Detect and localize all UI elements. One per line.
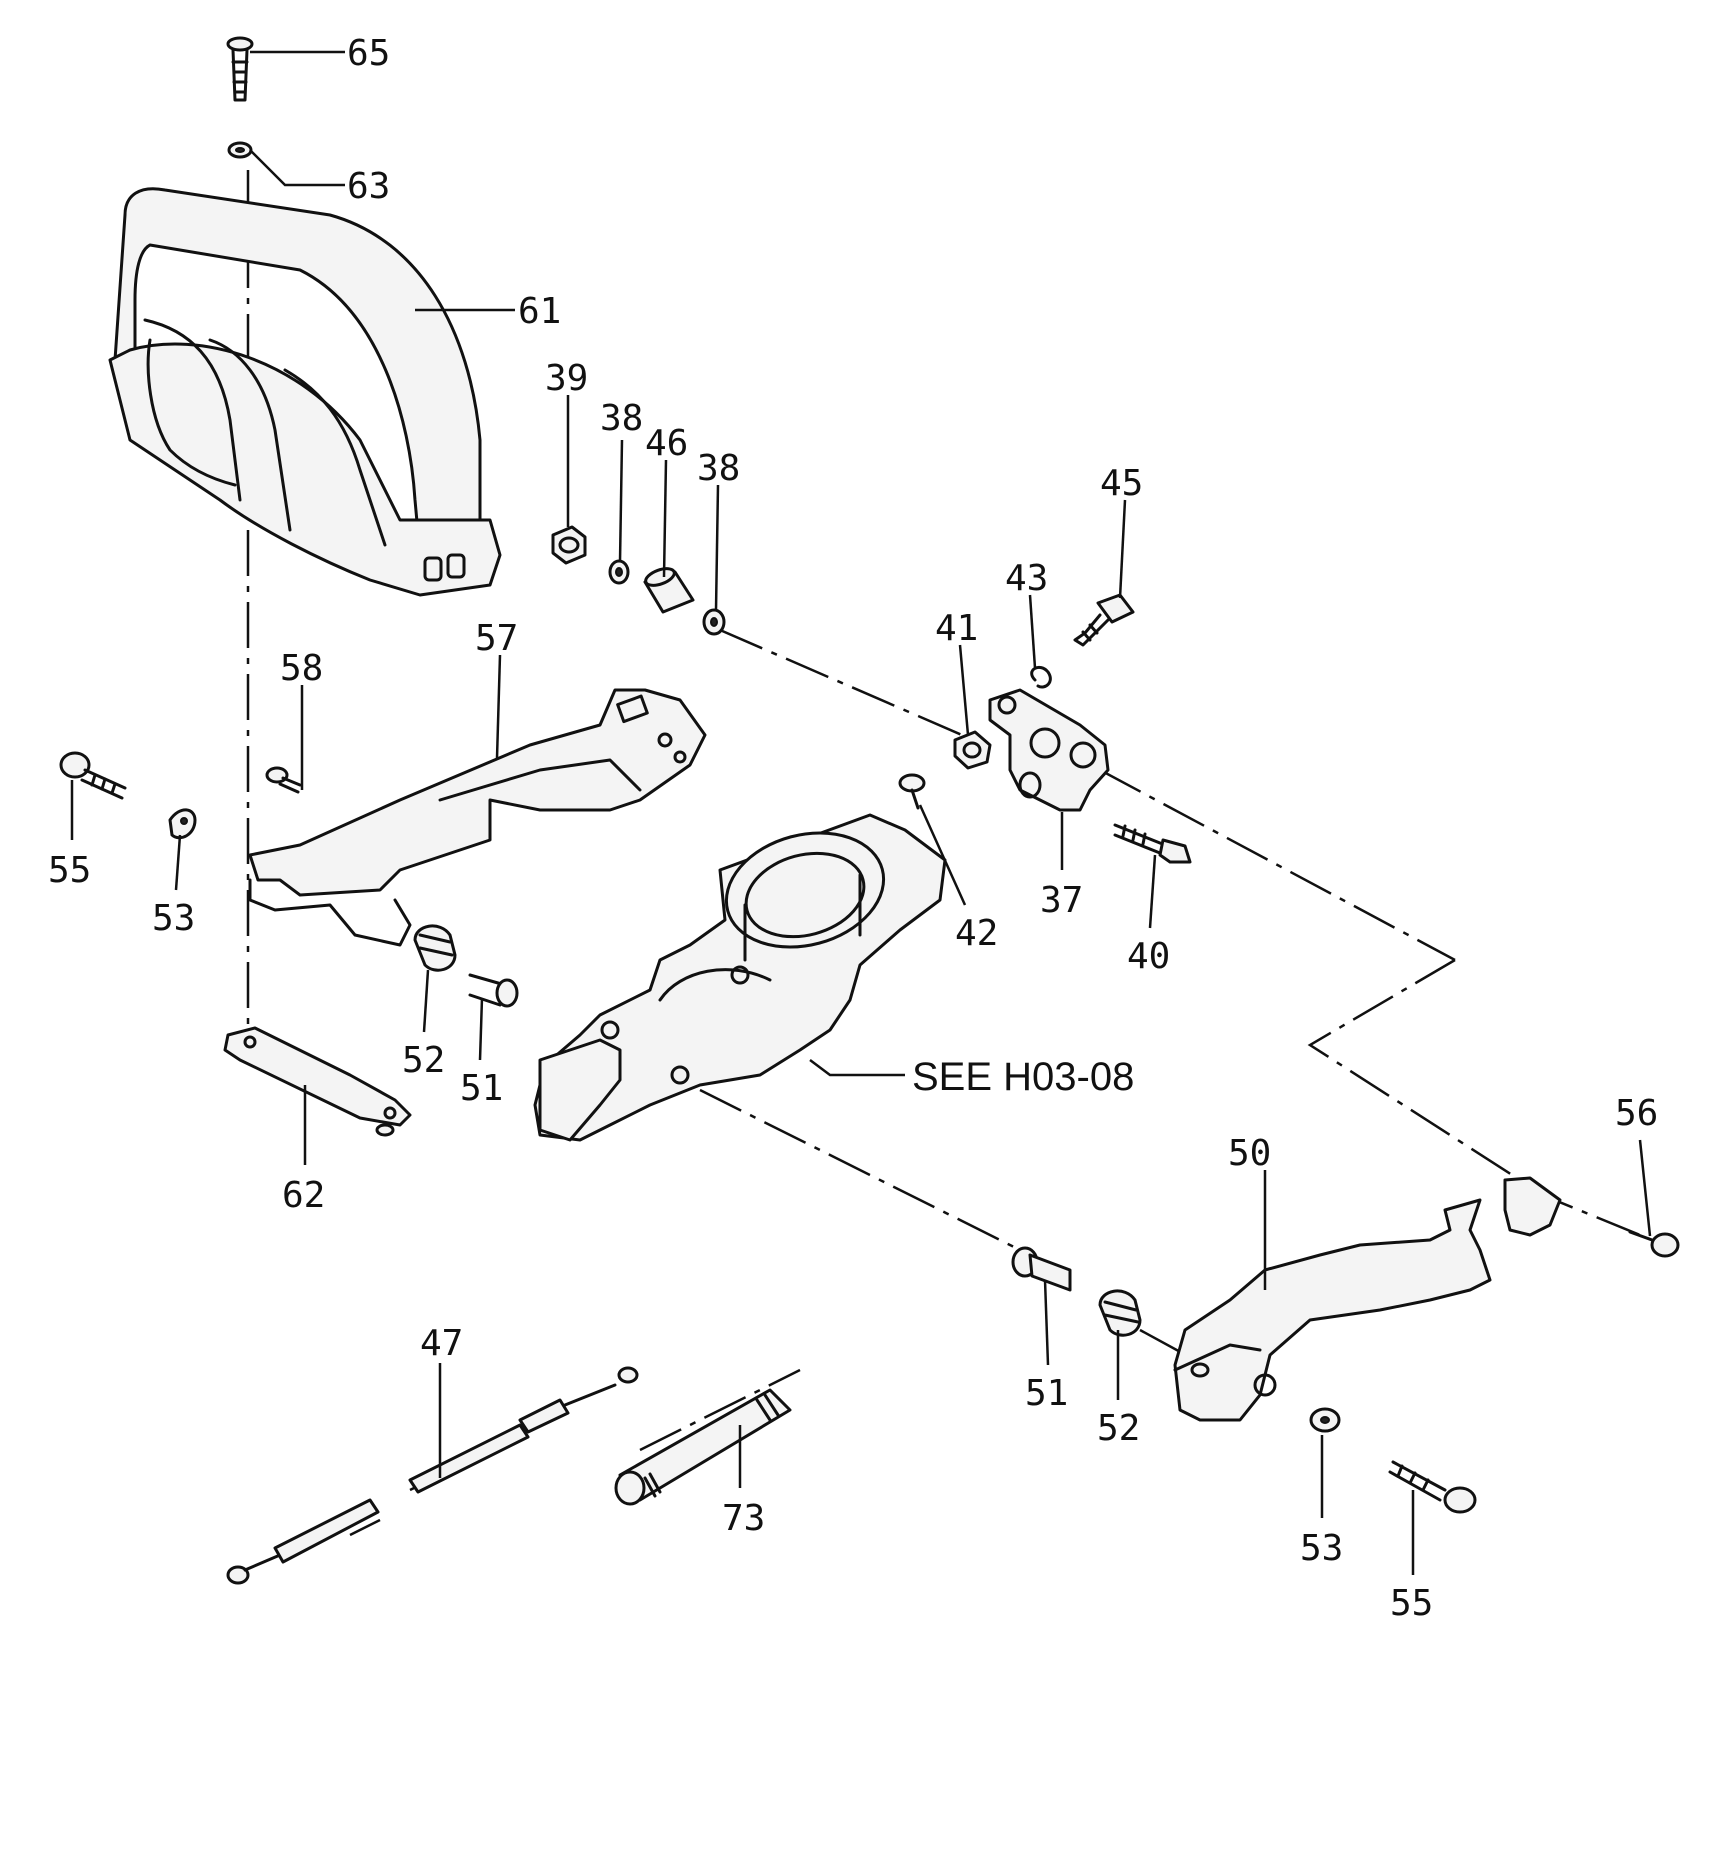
handle-guard-61 bbox=[108, 187, 502, 597]
label-40: 40 bbox=[1127, 936, 1170, 977]
label-55-left: 55 bbox=[48, 850, 91, 891]
bolt-55-left bbox=[59, 751, 127, 800]
label-43: 43 bbox=[1005, 558, 1048, 599]
clip-43 bbox=[1030, 666, 1052, 689]
label-47: 47 bbox=[420, 1323, 463, 1364]
collar-46 bbox=[643, 567, 695, 614]
collar-51-left bbox=[468, 973, 519, 1008]
washer-53-right bbox=[1309, 1407, 1341, 1433]
alignment-lines bbox=[246, 170, 1641, 1537]
bolt-40 bbox=[1113, 823, 1192, 864]
washer-53-left bbox=[168, 808, 197, 840]
nut-41 bbox=[953, 730, 992, 770]
label-37: 37 bbox=[1040, 880, 1083, 921]
bolt-45 bbox=[1073, 593, 1135, 647]
label-50: 50 bbox=[1228, 1133, 1271, 1174]
label-57: 57 bbox=[475, 618, 518, 659]
label-51-right: 51 bbox=[1025, 1373, 1068, 1414]
label-53-left: 53 bbox=[152, 898, 195, 939]
washer-38-left bbox=[608, 559, 630, 585]
damper-52-left bbox=[413, 924, 457, 972]
damper-52-right bbox=[1098, 1289, 1142, 1337]
nut-39 bbox=[551, 525, 587, 565]
label-63: 63 bbox=[347, 166, 390, 207]
collar-51-right bbox=[1011, 1246, 1072, 1292]
screw-65 bbox=[226, 36, 254, 102]
label-46: 46 bbox=[645, 423, 688, 464]
reference-see-h03-08: SEE H03-08 bbox=[912, 1055, 1134, 1099]
label-65: 65 bbox=[347, 33, 390, 74]
handle-half-50 bbox=[1173, 1176, 1562, 1422]
label-52-left: 52 bbox=[402, 1040, 445, 1081]
label-58: 58 bbox=[280, 648, 323, 689]
screw-56 bbox=[1628, 1230, 1680, 1258]
label-55-right: 55 bbox=[1390, 1583, 1433, 1624]
label-42: 42 bbox=[955, 913, 998, 954]
washer-63 bbox=[227, 141, 253, 159]
tube-73 bbox=[614, 1388, 792, 1506]
engine-body bbox=[533, 813, 947, 1142]
label-45: 45 bbox=[1100, 463, 1143, 504]
label-53-right: 53 bbox=[1300, 1528, 1343, 1569]
handle-half-57 bbox=[248, 688, 707, 947]
plate-62 bbox=[223, 1026, 412, 1137]
leader-lines bbox=[70, 50, 1652, 1575]
label-52-right: 52 bbox=[1097, 1408, 1140, 1449]
screw-42 bbox=[898, 773, 926, 810]
label-56: 56 bbox=[1615, 1093, 1658, 1134]
label-62: 62 bbox=[282, 1175, 325, 1216]
label-39: 39 bbox=[545, 358, 588, 399]
label-41: 41 bbox=[935, 608, 978, 649]
part-labels: 65 63 61 39 38 46 38 45 43 41 57 58 55 5… bbox=[48, 33, 1658, 1624]
screw-58 bbox=[265, 766, 302, 794]
bracket-37 bbox=[988, 688, 1110, 812]
label-73: 73 bbox=[722, 1498, 765, 1539]
washer-38-right bbox=[702, 608, 726, 636]
label-61: 61 bbox=[518, 291, 561, 332]
bolt-55-right bbox=[1388, 1460, 1477, 1514]
label-51-left: 51 bbox=[460, 1068, 503, 1109]
label-38-left: 38 bbox=[600, 398, 643, 439]
cable-47 bbox=[226, 1366, 639, 1585]
label-38-right: 38 bbox=[697, 448, 740, 489]
